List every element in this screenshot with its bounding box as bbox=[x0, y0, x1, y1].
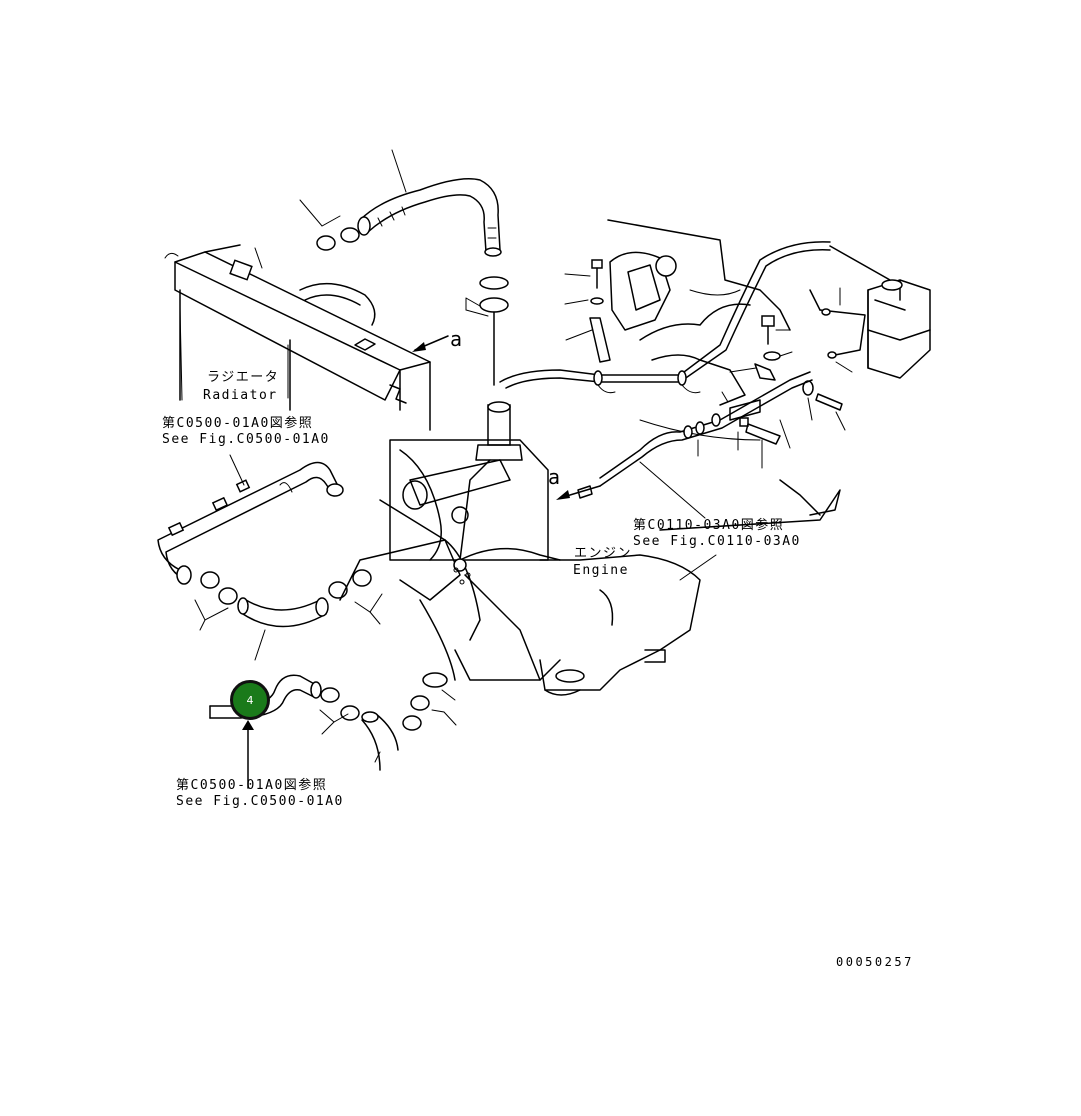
mounting-bolts bbox=[564, 259, 793, 381]
engine-block bbox=[539, 419, 841, 696]
bypass-pipe bbox=[157, 454, 344, 585]
marker-a-lower: a bbox=[548, 465, 561, 489]
part-callout-4[interactable]: 4 bbox=[230, 680, 270, 720]
leader-right-ref bbox=[639, 461, 706, 519]
ref-right-jp: 第C0110-03A0図参照 bbox=[633, 518, 785, 533]
alternator-compressor-area bbox=[607, 219, 791, 406]
overflow-tube bbox=[499, 241, 891, 394]
radiator-label-en: Radiator bbox=[203, 388, 278, 403]
coolant-reservoir-tank bbox=[867, 279, 931, 379]
ref-top-en: See Fig.C0500-01A0 bbox=[162, 432, 330, 447]
engine-label-jp: エンジン bbox=[574, 546, 633, 561]
engine-label-en: Engine bbox=[573, 563, 629, 578]
upper-radiator-hose bbox=[357, 149, 502, 257]
radiator-label-jp: ラジエータ bbox=[207, 370, 280, 385]
drain-line bbox=[599, 371, 846, 487]
upper-hose-clamps bbox=[299, 199, 509, 317]
marker-a-upper: a bbox=[450, 327, 463, 351]
engine-fan-assembly bbox=[339, 439, 561, 681]
ref-bottom-label: 第C0500-01A0図参照 See Fig.C0500-01A0 bbox=[176, 778, 344, 810]
ref-right-en: See Fig.C0110-03A0 bbox=[633, 534, 801, 549]
ref-bottom-jp: 第C0500-01A0図参照 bbox=[176, 778, 328, 793]
water-outlet-pipe bbox=[475, 311, 523, 461]
leader-engine bbox=[679, 554, 717, 581]
flow-arrow-a-upper bbox=[412, 335, 449, 352]
ref-right-label: 第C0110-03A0図参照 See Fig.C0110-03A0 bbox=[633, 518, 801, 550]
figure-number: 00050257 bbox=[836, 955, 914, 969]
radiator-body bbox=[164, 244, 431, 431]
ref-bottom-en: See Fig.C0500-01A0 bbox=[176, 794, 344, 809]
ref-top-jp: 第C0500-01A0図参照 bbox=[162, 416, 314, 431]
flow-arrow-a-lower bbox=[556, 485, 601, 500]
lower-radiator-hose bbox=[194, 569, 383, 661]
ref-top-label: 第C0500-01A0図参照 See Fig.C0500-01A0 bbox=[162, 416, 330, 448]
bottom-hose-item-4 bbox=[209, 672, 457, 789]
radiator-leaders bbox=[179, 307, 289, 401]
